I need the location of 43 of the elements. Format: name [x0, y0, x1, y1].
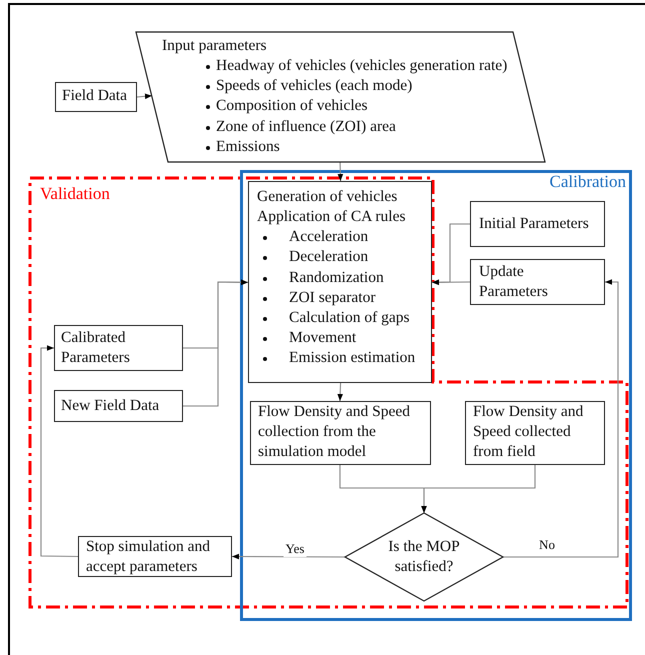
box-text: Stop simulation and accept parameters	[86, 537, 211, 578]
connector-arrow	[338, 162, 344, 182]
box-heading: Input parameters	[162, 36, 268, 56]
bullet-item: Headway of vehicles (vehicles generation rate)	[162, 56, 508, 76]
bullet-item: Randomization	[257, 268, 423, 288]
box-text: Field Data	[62, 86, 128, 106]
bullet-item: Acceleration	[257, 227, 423, 248]
connector-arrow	[421, 465, 536, 513]
connector-arrow	[232, 554, 345, 560]
bullet-item: Deceleration	[257, 247, 423, 268]
box-text: Flow Density and Speed collected from field	[473, 402, 584, 462]
box-text: New Field Data	[61, 396, 160, 416]
calibration-region	[240, 170, 632, 621]
bullet-item: Movement	[257, 328, 423, 348]
bullet-item: ZOI separator	[257, 288, 423, 308]
process-box	[470, 201, 605, 247]
process-box	[470, 259, 605, 305]
connector-arrow	[337, 382, 343, 402]
box-text: Application of CA rules	[257, 207, 407, 228]
connector-arrow	[432, 280, 470, 286]
connector-arrow	[136, 94, 152, 100]
process-box	[54, 390, 183, 422]
bullet-item: Speeds of vehicles (each mode)	[162, 76, 508, 96]
box-text: Update Parameters	[479, 262, 549, 302]
region-title: Calibration	[550, 172, 626, 192]
process-box	[54, 325, 183, 371]
box-text: Initial Parameters	[479, 214, 590, 234]
decision-text: Is the MOP satisfied?	[387, 536, 461, 577]
bullet-item: Zone of influence (ZOI) area	[162, 116, 508, 137]
connector-arrow	[503, 279, 619, 558]
input-parallelogram	[136, 32, 545, 162]
connector-arrow	[183, 280, 248, 407]
region-title: Validation	[40, 184, 110, 204]
box-text: Flow Density and Speed collection from the simulation model	[258, 402, 411, 462]
process-box	[55, 82, 137, 112]
bullet-item: Emission estimation	[257, 348, 423, 368]
box-heading: Generation of vehicles	[257, 187, 398, 207]
connector-arrow	[40, 345, 78, 558]
box-text: Calibrated Parameters	[61, 328, 131, 368]
bullet-item: Composition of vehicles	[162, 96, 508, 117]
bullet-item: Emissions	[162, 136, 508, 157]
bullet-item: Calculation of gaps	[257, 308, 423, 328]
process-box	[78, 536, 232, 577]
